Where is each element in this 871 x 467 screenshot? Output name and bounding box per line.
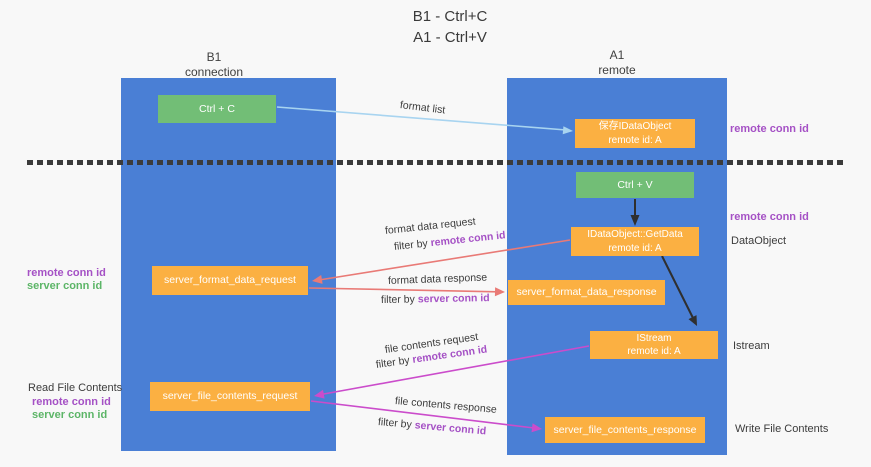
node-ctrl-c: Ctrl + C — [158, 95, 276, 123]
arrow-file-contents-response — [310, 400, 535, 429]
side-label-write-file-contents: Write File Contents — [735, 423, 829, 435]
title-line1: B1 - Ctrl+C — [412, 8, 488, 25]
node-save-idataobject-line1: 保存IDataObject — [598, 121, 672, 132]
node-idataobject-getdata: IDataObject::GetData remote id: A — [571, 227, 699, 256]
node-server-format-data-response-label: server_format_data_response — [516, 286, 657, 299]
title-line2: A1 - Ctrl+V — [413, 29, 487, 46]
arrowhead-file-contents-request — [314, 389, 325, 399]
node-istream-line2: remote id: A — [627, 346, 681, 357]
arrowhead-getdata-istream — [688, 315, 697, 326]
column-b1-subtitle: connection — [184, 65, 244, 79]
server-conn-id-text: server conn id — [417, 292, 490, 306]
node-server-file-contents-request-label: server_file_contents_request — [162, 390, 298, 403]
arrowhead-format-list — [562, 126, 573, 135]
arrow-getdata-istream — [661, 255, 695, 321]
arrowhead-ctrlv-getdata — [630, 215, 640, 226]
column-header-b1: B1 connection — [124, 50, 304, 80]
arrow-format-data-request — [318, 239, 571, 281]
node-server-file-contents-response-label: server_file_contents_response — [553, 423, 697, 436]
node-save-idataobject: 保存IDataObject remote id: A — [575, 119, 695, 148]
side-label-left-remote-conn-id-bottom: remote conn id — [32, 396, 111, 408]
side-label-remote-conn-id-mid: remote conn id — [730, 211, 809, 223]
node-server-file-contents-request: server_file_contents_request — [150, 382, 310, 411]
column-header-a1: A1 remote — [527, 48, 707, 78]
diagram-title: B1 - Ctrl+C A1 - Ctrl+V — [330, 6, 570, 48]
node-istream: IStream remote id: A — [590, 331, 718, 359]
side-label-dataobject: DataObject — [731, 235, 787, 247]
node-ctrl-v-label: Ctrl + V — [617, 178, 653, 191]
node-idataobject-getdata-line1: IDataObject::GetData — [587, 229, 683, 240]
column-b1-title: B1 — [206, 50, 222, 64]
arrow-file-contents-request — [320, 345, 590, 396]
arrowhead-file-contents-response — [531, 423, 542, 433]
column-a1-title: A1 — [609, 48, 625, 62]
side-label-remote-conn-id-top: remote conn id — [730, 123, 809, 135]
arrow-format-list — [276, 106, 567, 131]
node-server-format-data-request: server_format_data_request — [152, 266, 308, 295]
session-separator-dashed-line — [27, 160, 845, 165]
node-ctrl-v: Ctrl + V — [576, 172, 694, 198]
side-label-left-remote-conn-id-mid: remote conn id — [27, 267, 106, 279]
side-label-left-server-conn-id-mid: server conn id — [27, 280, 103, 292]
side-label-read-file-contents: Read File Contents — [28, 382, 123, 394]
node-server-format-data-response: server_format_data_response — [508, 280, 665, 305]
arrow-format-data-response — [308, 287, 498, 293]
node-server-file-contents-response: server_file_contents_response — [545, 417, 705, 443]
node-save-idataobject-line2: remote id: A — [608, 134, 662, 146]
node-server-format-data-request-label: server_format_data_request — [164, 274, 296, 287]
node-ctrl-c-label: Ctrl + C — [199, 102, 235, 115]
side-label-istream: Istream — [733, 340, 770, 352]
filter-by-text: filter by — [380, 293, 415, 306]
arrowhead-format-data-request — [312, 275, 323, 284]
side-label-left-server-conn-id-bottom: server conn id — [32, 409, 108, 421]
arrowhead-format-data-response — [494, 287, 505, 297]
column-a1-subtitle: remote — [598, 63, 636, 77]
node-istream-line1: IStream — [636, 332, 672, 344]
node-idataobject-getdata-line2: remote id: A — [608, 242, 662, 254]
